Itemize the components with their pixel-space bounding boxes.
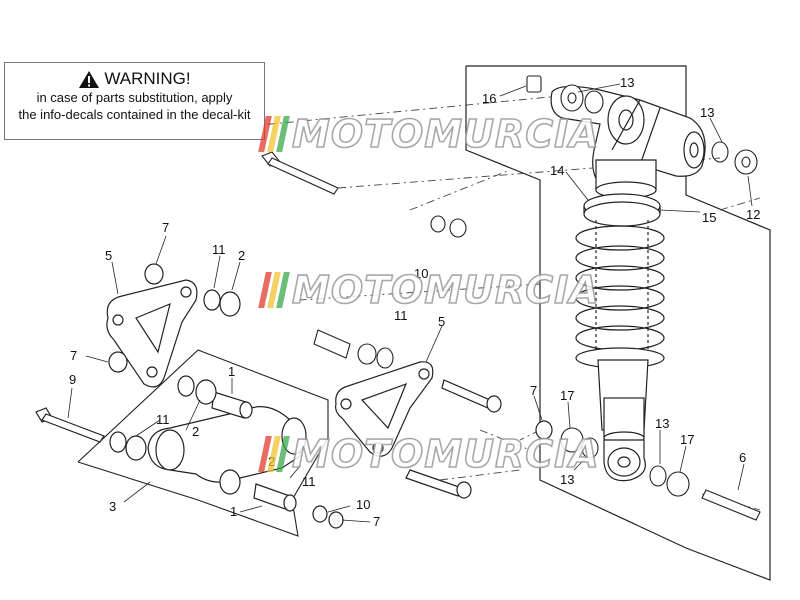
callout-3: 3	[109, 499, 116, 514]
callout-15: 15	[702, 210, 716, 225]
callout-10: 10	[414, 266, 428, 281]
callout-7: 7	[530, 383, 537, 398]
callout-5: 5	[438, 314, 445, 329]
callout-10: 10	[356, 497, 370, 512]
callout-9: 9	[69, 372, 76, 387]
callout-2: 2	[268, 454, 275, 469]
warning-line-2: the info-decals contained in the decal-k…	[18, 107, 251, 122]
callout-1: 1	[230, 504, 237, 519]
middle-small-parts	[313, 215, 467, 369]
callout-6: 6	[739, 450, 746, 465]
callout-14: 14	[550, 163, 564, 178]
callout-12: 12	[746, 207, 760, 222]
callout-13: 13	[655, 416, 669, 431]
callout-11: 11	[212, 242, 226, 257]
callout-11: 11	[156, 412, 170, 427]
left-bracket	[106, 263, 241, 388]
callout-11: 11	[302, 474, 316, 489]
callout-7: 7	[373, 514, 380, 529]
shock-absorber	[550, 85, 706, 482]
callout-16: 16	[482, 91, 496, 106]
right-bracket	[335, 361, 553, 457]
callout-11: 11	[394, 308, 408, 323]
bottom-right-parts	[560, 427, 761, 521]
warning-box: WARNING! in case of parts substitution, …	[4, 62, 265, 140]
callout-2: 2	[192, 424, 199, 439]
callout-13: 13	[560, 472, 574, 487]
callout-5: 5	[105, 248, 112, 263]
warning-triangle-icon	[79, 70, 100, 88]
top-small-parts	[261, 75, 758, 195]
callout-13: 13	[620, 75, 634, 90]
warning-line-1: in case of parts substitution, apply	[36, 90, 233, 105]
leader-lines	[67, 83, 753, 523]
callout-13: 13	[700, 105, 714, 120]
warning-title-row: WARNING!	[5, 69, 264, 89]
callout-7: 7	[70, 348, 77, 363]
callout-7: 7	[162, 220, 169, 235]
linkage-frame-outline	[77, 349, 329, 537]
warning-title: WARNING!	[104, 69, 191, 88]
callout-2: 2	[238, 248, 245, 263]
callout-17: 17	[680, 432, 694, 447]
callout-1: 1	[228, 364, 235, 379]
callout-17: 17	[560, 388, 574, 403]
